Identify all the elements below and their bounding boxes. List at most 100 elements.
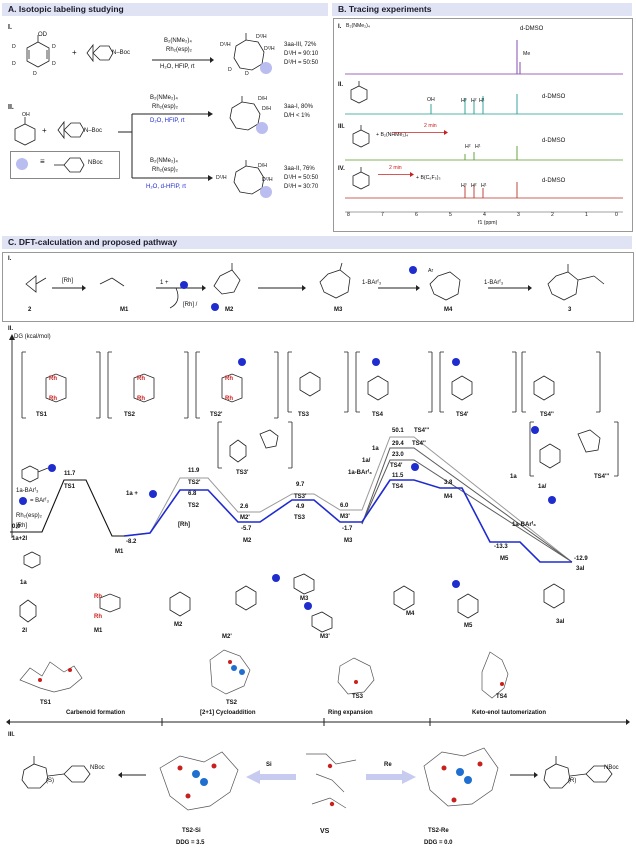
nmr-frame: [333, 18, 633, 232]
h-label: OH: [427, 97, 435, 103]
re-label: Re: [384, 762, 392, 768]
bar-label: 1-BArᶠ₃: [362, 280, 382, 286]
legend-structure: [54, 157, 85, 173]
ts2-si-geometry: [159, 751, 239, 811]
legend-phenol-b: [21, 464, 56, 483]
ppm-tick: 1: [585, 212, 588, 218]
path-label: M3': [340, 514, 350, 520]
path-label: M2': [240, 515, 250, 521]
svg-text:Rh: Rh: [94, 614, 102, 620]
scheme-label: M3: [334, 307, 343, 313]
ppm-tick: 3: [517, 212, 520, 218]
product-3aa-iii-structure: [233, 33, 272, 74]
nmr-row-roman: I.: [338, 24, 342, 30]
panel-a-i-label: I.: [8, 24, 12, 31]
ppm-tick: 8: [347, 212, 350, 218]
legend-bubble: [19, 497, 27, 505]
nmr-row-label: + B(C₆F₅)₃: [416, 175, 441, 181]
svg-text:Rh: Rh: [137, 396, 145, 402]
bar-path-label: 1a-BArᶠ₃: [348, 470, 372, 476]
ppm-tick: 6: [415, 212, 418, 218]
struct-label: M3': [320, 634, 330, 640]
plus-sign: +: [72, 48, 77, 57]
legend-rh: [Rh]: [16, 523, 28, 529]
struct-label: M2: [174, 622, 183, 628]
d1h-label: D¹/H: [220, 42, 231, 48]
nmr-solvent: d-DMSO: [520, 26, 544, 32]
nmr-row-label: + B₂(NHMe₂)₄: [376, 132, 409, 138]
ts2-re-geometry: [423, 747, 499, 807]
stage-label: Ring expansion: [328, 710, 373, 716]
nboc-label: NBoc: [88, 160, 103, 166]
time-label: 2 min: [424, 123, 437, 129]
path-label: 1a+2l: [12, 536, 28, 542]
oh-label: OH: [22, 112, 30, 118]
nmr-row-roman: III.: [338, 124, 345, 130]
dg-axis: [9, 334, 15, 538]
geometry-renderings: [19, 649, 509, 699]
panel-c-header: C. DFT-calculation and proposed pathway: [2, 236, 632, 249]
svg-text:Rh: Rh: [137, 376, 145, 382]
panel-c-iii-label: III.: [8, 732, 15, 738]
geom-label: TS4: [496, 694, 508, 700]
d2h-label: D²/H: [262, 177, 273, 183]
h-label: H³: [461, 183, 467, 189]
legend-eq: = BArᶠ₃: [30, 498, 49, 504]
energy-label: 23.0: [392, 452, 404, 458]
one-a-plus: 1a +: [126, 491, 138, 497]
struct-label: M3: [300, 596, 309, 602]
panel-c-i-label: I.: [8, 256, 12, 262]
one-a-b2-label: 1a/: [538, 484, 547, 490]
s-label: (S): [46, 778, 54, 784]
energy-label: 11.7: [64, 471, 76, 477]
h-label: H³: [461, 98, 467, 104]
bar-path-label: 1a-BArᶠ₃: [512, 522, 536, 528]
energy-profile: [10, 426, 573, 563]
rh-path-label: [Rh]: [178, 522, 190, 528]
h-label: H²: [465, 144, 471, 150]
path-label: M3: [344, 538, 353, 544]
path-label: TS4: [392, 484, 404, 490]
reagent-line: H₂O, d-HFIP, rt: [146, 184, 186, 190]
legend-rh: Rh₂(esp)₂: [16, 513, 42, 519]
energy-label: 0.0: [12, 524, 21, 530]
geom-label: TS3: [352, 694, 364, 700]
nmr-spectra: [345, 40, 623, 213]
path-label: TS2: [188, 503, 200, 509]
reagent-line: D₂O, HFIP, rt: [150, 118, 185, 124]
phenol-structure: [14, 117, 36, 146]
phenol-mini-structure: [350, 81, 368, 104]
dh-label: D/H: [258, 96, 267, 102]
red-arrow: [392, 130, 448, 135]
legend-bubble: [16, 158, 28, 170]
ratio-text: D¹/H = 50:50: [284, 175, 319, 181]
d2h-label: D²/H: [264, 46, 275, 52]
reagent-line: B₂(NMe₂)₄: [164, 38, 192, 44]
panel-b-header: B. Tracing experiments: [332, 3, 632, 16]
yield-text: 3aa-II, 76%: [284, 166, 315, 172]
plus-sign: +: [42, 126, 47, 135]
ratio-text: D²/H = 30:70: [284, 184, 319, 190]
phenol-mini-structure: [352, 167, 370, 190]
dh-label: D/H: [258, 163, 267, 169]
struct-label: M2': [222, 634, 232, 640]
time-label: 2 min: [389, 165, 402, 171]
struct-label: 1a: [20, 580, 27, 586]
dg-axis-label: DG (kcal/mol): [14, 334, 51, 340]
struct-label: M1: [94, 628, 103, 634]
nboc-label: NBoc: [90, 765, 105, 771]
arrow-left: [118, 772, 146, 778]
energy-label: 6.8: [188, 491, 197, 497]
spiro-boc-structure: [86, 43, 114, 63]
h-label: H¹: [475, 144, 481, 150]
h-label: H²: [471, 183, 477, 189]
ts3p-box: [217, 421, 293, 469]
path-label: TS4': [390, 463, 403, 469]
stage-label: Keto-enol tautomerization: [472, 710, 547, 716]
energy-label: 50.1: [392, 428, 404, 434]
reagent-line: B₂(NMe₂)₄: [150, 95, 178, 101]
yield-text: 3aa-I, 80%: [284, 104, 314, 110]
h-label: H¹: [479, 98, 485, 104]
path-label: M2: [243, 538, 252, 544]
nmr-solvent: d-DMSO: [542, 178, 566, 184]
